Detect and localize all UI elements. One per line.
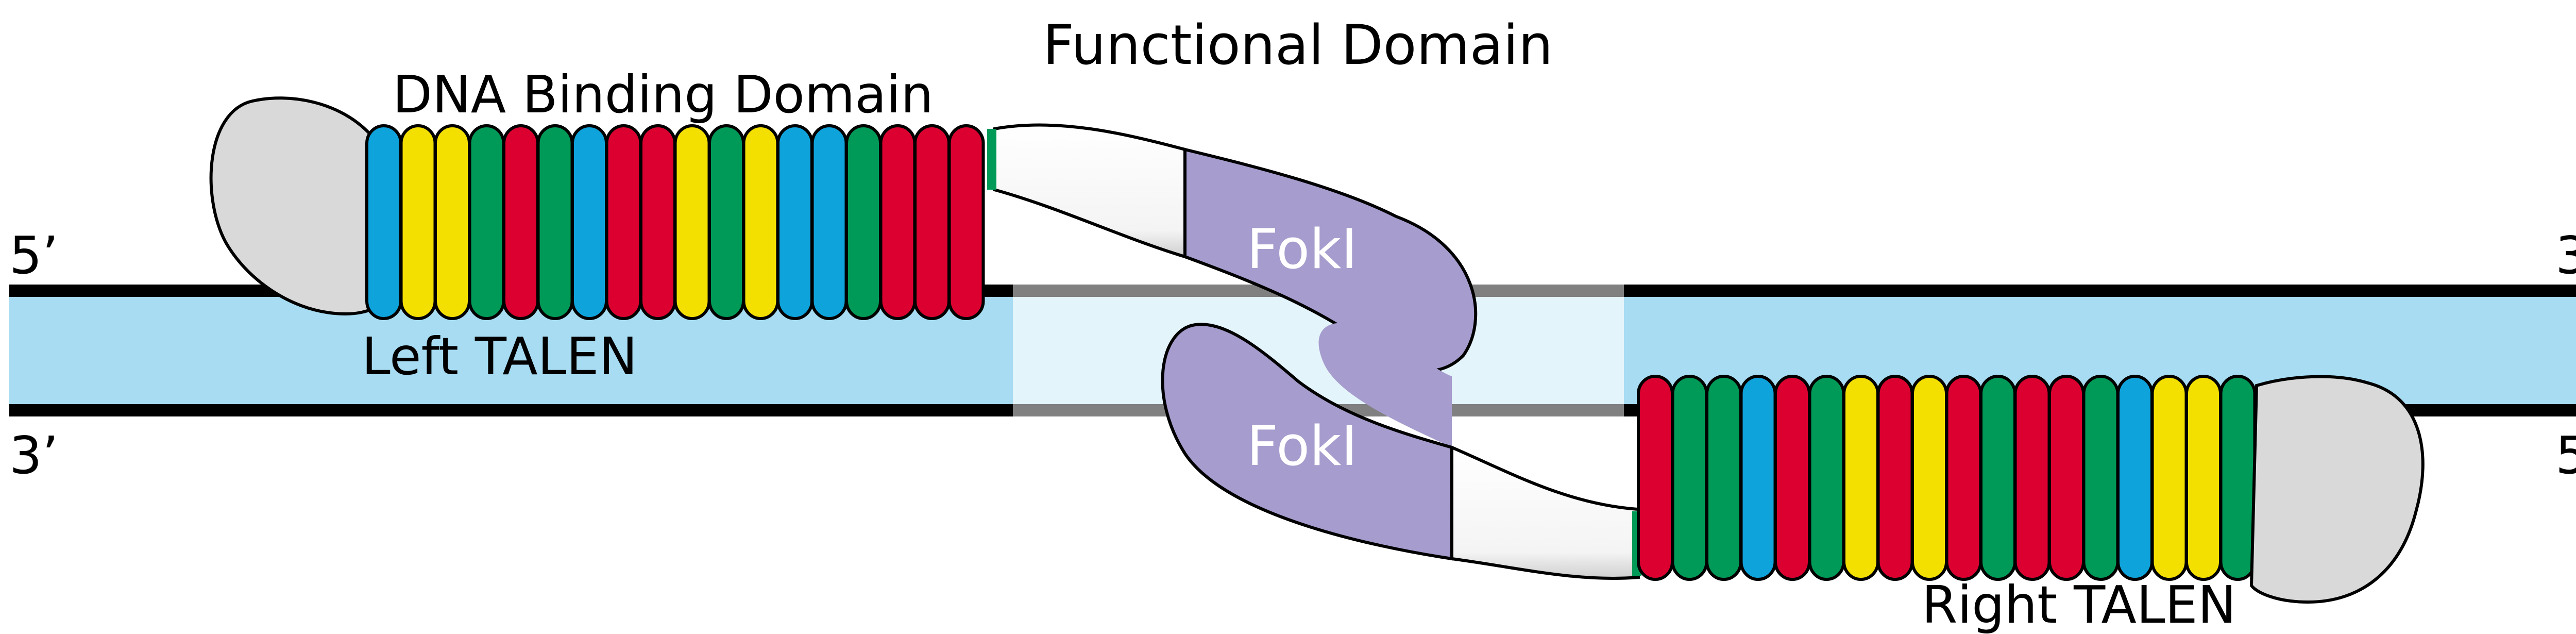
left-talen-repeat-red xyxy=(947,124,985,320)
left-talen-repeat-red xyxy=(502,124,539,320)
fokI-label-top: FokI xyxy=(1247,218,1358,281)
left-talen-cap xyxy=(209,96,383,316)
right-talen-repeat-blue xyxy=(2116,375,2154,581)
right-fokI-arm xyxy=(1161,323,1641,580)
left-talen-repeat-green xyxy=(845,124,882,320)
left-talen-repeat-blue xyxy=(365,124,402,320)
right-talen-label: Right TALEN xyxy=(1922,575,2236,634)
left-talen-repeat-yellow xyxy=(742,124,779,320)
bottom-strand-3prime-label: 3’ xyxy=(9,425,58,486)
right-talen-repeat-red xyxy=(2048,375,2085,581)
right-talen-repeat-yellow xyxy=(2185,375,2222,581)
right-talen-repeat-green xyxy=(1671,375,1708,581)
left-talen-repeat-green xyxy=(536,124,574,320)
left-talen-repeat-yellow xyxy=(399,124,437,320)
right-talen-cap xyxy=(2249,375,2425,604)
right-talen-repeat-red xyxy=(1637,375,1674,581)
left-talen-repeat-blue xyxy=(810,124,848,320)
right-talen-repeat-red xyxy=(1876,375,1914,581)
left-linker xyxy=(993,123,1187,259)
left-talen-repeat-blue xyxy=(776,124,814,320)
functional-domain-label: Functional Domain xyxy=(1043,13,1553,77)
right-talen-repeat-green xyxy=(2219,375,2257,581)
left-talen-repeat-green xyxy=(708,124,745,320)
right-talen-repeat-red xyxy=(1945,375,1982,581)
bottom-strand-left xyxy=(9,404,1013,416)
fokI-domain-bottom xyxy=(1318,323,1452,447)
right-talen-repeat-red xyxy=(2013,375,2051,581)
left-talen-repeat-green xyxy=(468,124,505,320)
right-talen-repeat-yellow xyxy=(1842,375,1879,581)
left-talen-repeat-blue xyxy=(571,124,608,320)
bottom-strand-5prime-label: 5’ xyxy=(2555,425,2576,486)
fokI-domain-top xyxy=(1183,147,1478,373)
left-fokI-arm xyxy=(987,123,1478,373)
left-talen-repeat-red xyxy=(639,124,676,320)
right-talen-repeat-blue xyxy=(1739,375,1777,581)
right-talen-repeat-green xyxy=(1808,375,1845,581)
left-talen-repeat-red xyxy=(605,124,642,320)
top-strand-right xyxy=(1624,285,2576,297)
left-talen-repeat-yellow xyxy=(434,124,471,320)
right-linker xyxy=(1450,445,1640,580)
top-strand-5prime-label: 5’ xyxy=(9,225,58,286)
right-talen-repeat-yellow xyxy=(2150,375,2188,581)
fokI-domain-bottom-body xyxy=(1161,323,1453,561)
right-talen-repeat-green xyxy=(2082,375,2120,581)
left-talen-repeat-red xyxy=(879,124,917,320)
top-strand-3prime-label: 3’ xyxy=(2555,225,2576,286)
left-talen-repeat-yellow xyxy=(673,124,711,320)
left-talen-repeat-red xyxy=(913,124,951,320)
left-linker-green-end xyxy=(987,129,996,190)
right-talen-repeat-green xyxy=(1979,375,2016,581)
dna-binding-domain-label: DNA Binding Domain xyxy=(393,64,934,125)
right-talen-repeat-yellow xyxy=(1911,375,1948,581)
right-talen-repeat-red xyxy=(1774,375,1811,581)
right-talen-repeat-green xyxy=(1705,375,1742,581)
left-talen-label: Left TALEN xyxy=(362,326,637,387)
fokI-label-bottom: FokI xyxy=(1247,414,1358,478)
right-talen-repeat-array xyxy=(1637,375,2257,581)
left-talen-repeat-array xyxy=(365,124,985,320)
